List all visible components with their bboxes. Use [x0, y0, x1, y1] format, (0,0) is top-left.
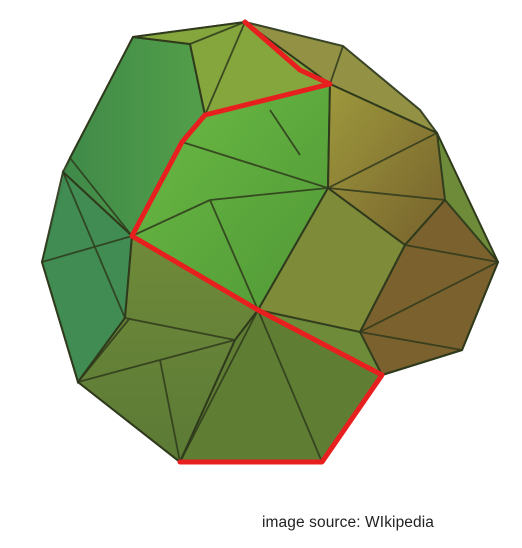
polyhedron-svg [40, 19, 500, 465]
image-source-caption: image source: WIkipedia [262, 514, 435, 531]
facet-edges [41, 21, 499, 463]
highlight-path [129, 19, 385, 465]
face-top-right [244, 21, 438, 134]
polyhedron-figure [40, 19, 500, 465]
